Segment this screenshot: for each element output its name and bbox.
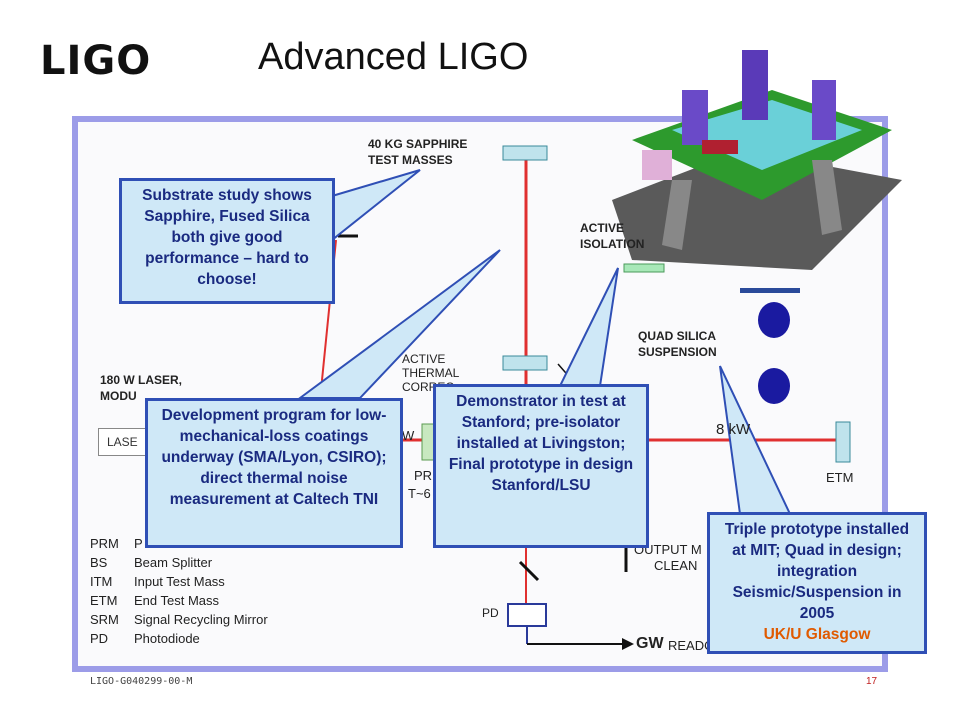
etm-vertical xyxy=(502,145,548,161)
demonstrator-callout-tail xyxy=(558,267,619,387)
doc-id: LIGO-G040299-00-M xyxy=(90,676,193,687)
substrate-callout: Substrate study shows Sapphire, Fused Si… xyxy=(119,178,335,304)
triple-callout-text: Triple prototype installed at MIT; Quad … xyxy=(724,521,910,622)
suspension-plate xyxy=(740,288,800,293)
pink-block xyxy=(642,150,672,180)
power-value: 8 xyxy=(716,421,725,438)
power-unit: kW xyxy=(728,421,751,438)
isolation-platform-illustration xyxy=(612,50,902,270)
red-block xyxy=(702,140,738,154)
triple-callout: Triple prototype installed at MIT; Quad … xyxy=(707,512,927,654)
test-masses-label: 40 KG SAPPHIRE TEST MASSES xyxy=(368,137,468,167)
coatings-callout: Development program for low-mechanical-l… xyxy=(145,398,403,548)
coatings-callout-text: Development program for low-mechanical-l… xyxy=(161,407,387,508)
prm-temp-label: T~6 xyxy=(408,486,431,501)
page-number: 17 xyxy=(866,676,878,687)
etm-label: ETM xyxy=(826,470,854,485)
photodiode-box xyxy=(507,603,547,627)
gw-label: GW xyxy=(636,635,664,652)
legs-2 xyxy=(812,160,842,235)
ligo-logo: LIGO xyxy=(40,38,152,84)
demonstrator-callout: Demonstrator in test at Stanford; pre-is… xyxy=(433,384,649,548)
legs xyxy=(662,180,692,250)
triple-callout-org: UK/U Glasgow xyxy=(763,626,871,643)
demonstrator-callout-org: Stanford/LSU xyxy=(491,477,591,494)
w-unit-label: W xyxy=(402,428,415,443)
suspension-mass-upper xyxy=(758,302,790,338)
active-isolation-label: ACTIVE ISOLATION xyxy=(580,221,645,251)
pd-label: PD xyxy=(482,606,499,620)
laser-label: 180 W LASER, MODU xyxy=(100,373,183,403)
demonstrator-callout-text: Demonstrator in test at Stanford; pre-is… xyxy=(448,393,634,473)
gw-arrowhead xyxy=(622,638,634,650)
purple-block-2 xyxy=(682,90,708,145)
cleaner-label: CLEAN xyxy=(654,558,698,573)
prm-box-label: PR xyxy=(414,468,433,483)
substrate-callout-tail xyxy=(331,169,421,243)
isolation-platform xyxy=(623,263,665,273)
substrate-callout-text: Substrate study shows Sapphire, Fused Si… xyxy=(142,187,312,288)
purple-block-1 xyxy=(742,50,768,120)
quad-suspension-label: QUAD SILICA SUSPENSION xyxy=(638,329,717,359)
purple-block-3 xyxy=(812,80,836,140)
output-mirror-a xyxy=(518,560,540,582)
suspension-mass-lower xyxy=(758,368,790,404)
etm-horizontal xyxy=(835,421,851,463)
readout-label: READO xyxy=(668,638,715,653)
output-label: OUTPUT M xyxy=(634,542,702,557)
power-arm-label: 8 kW xyxy=(716,420,750,439)
laser-box: LASE xyxy=(98,428,148,456)
page-title: Advanced LIGO xyxy=(258,36,529,78)
itm-vertical xyxy=(502,355,548,371)
